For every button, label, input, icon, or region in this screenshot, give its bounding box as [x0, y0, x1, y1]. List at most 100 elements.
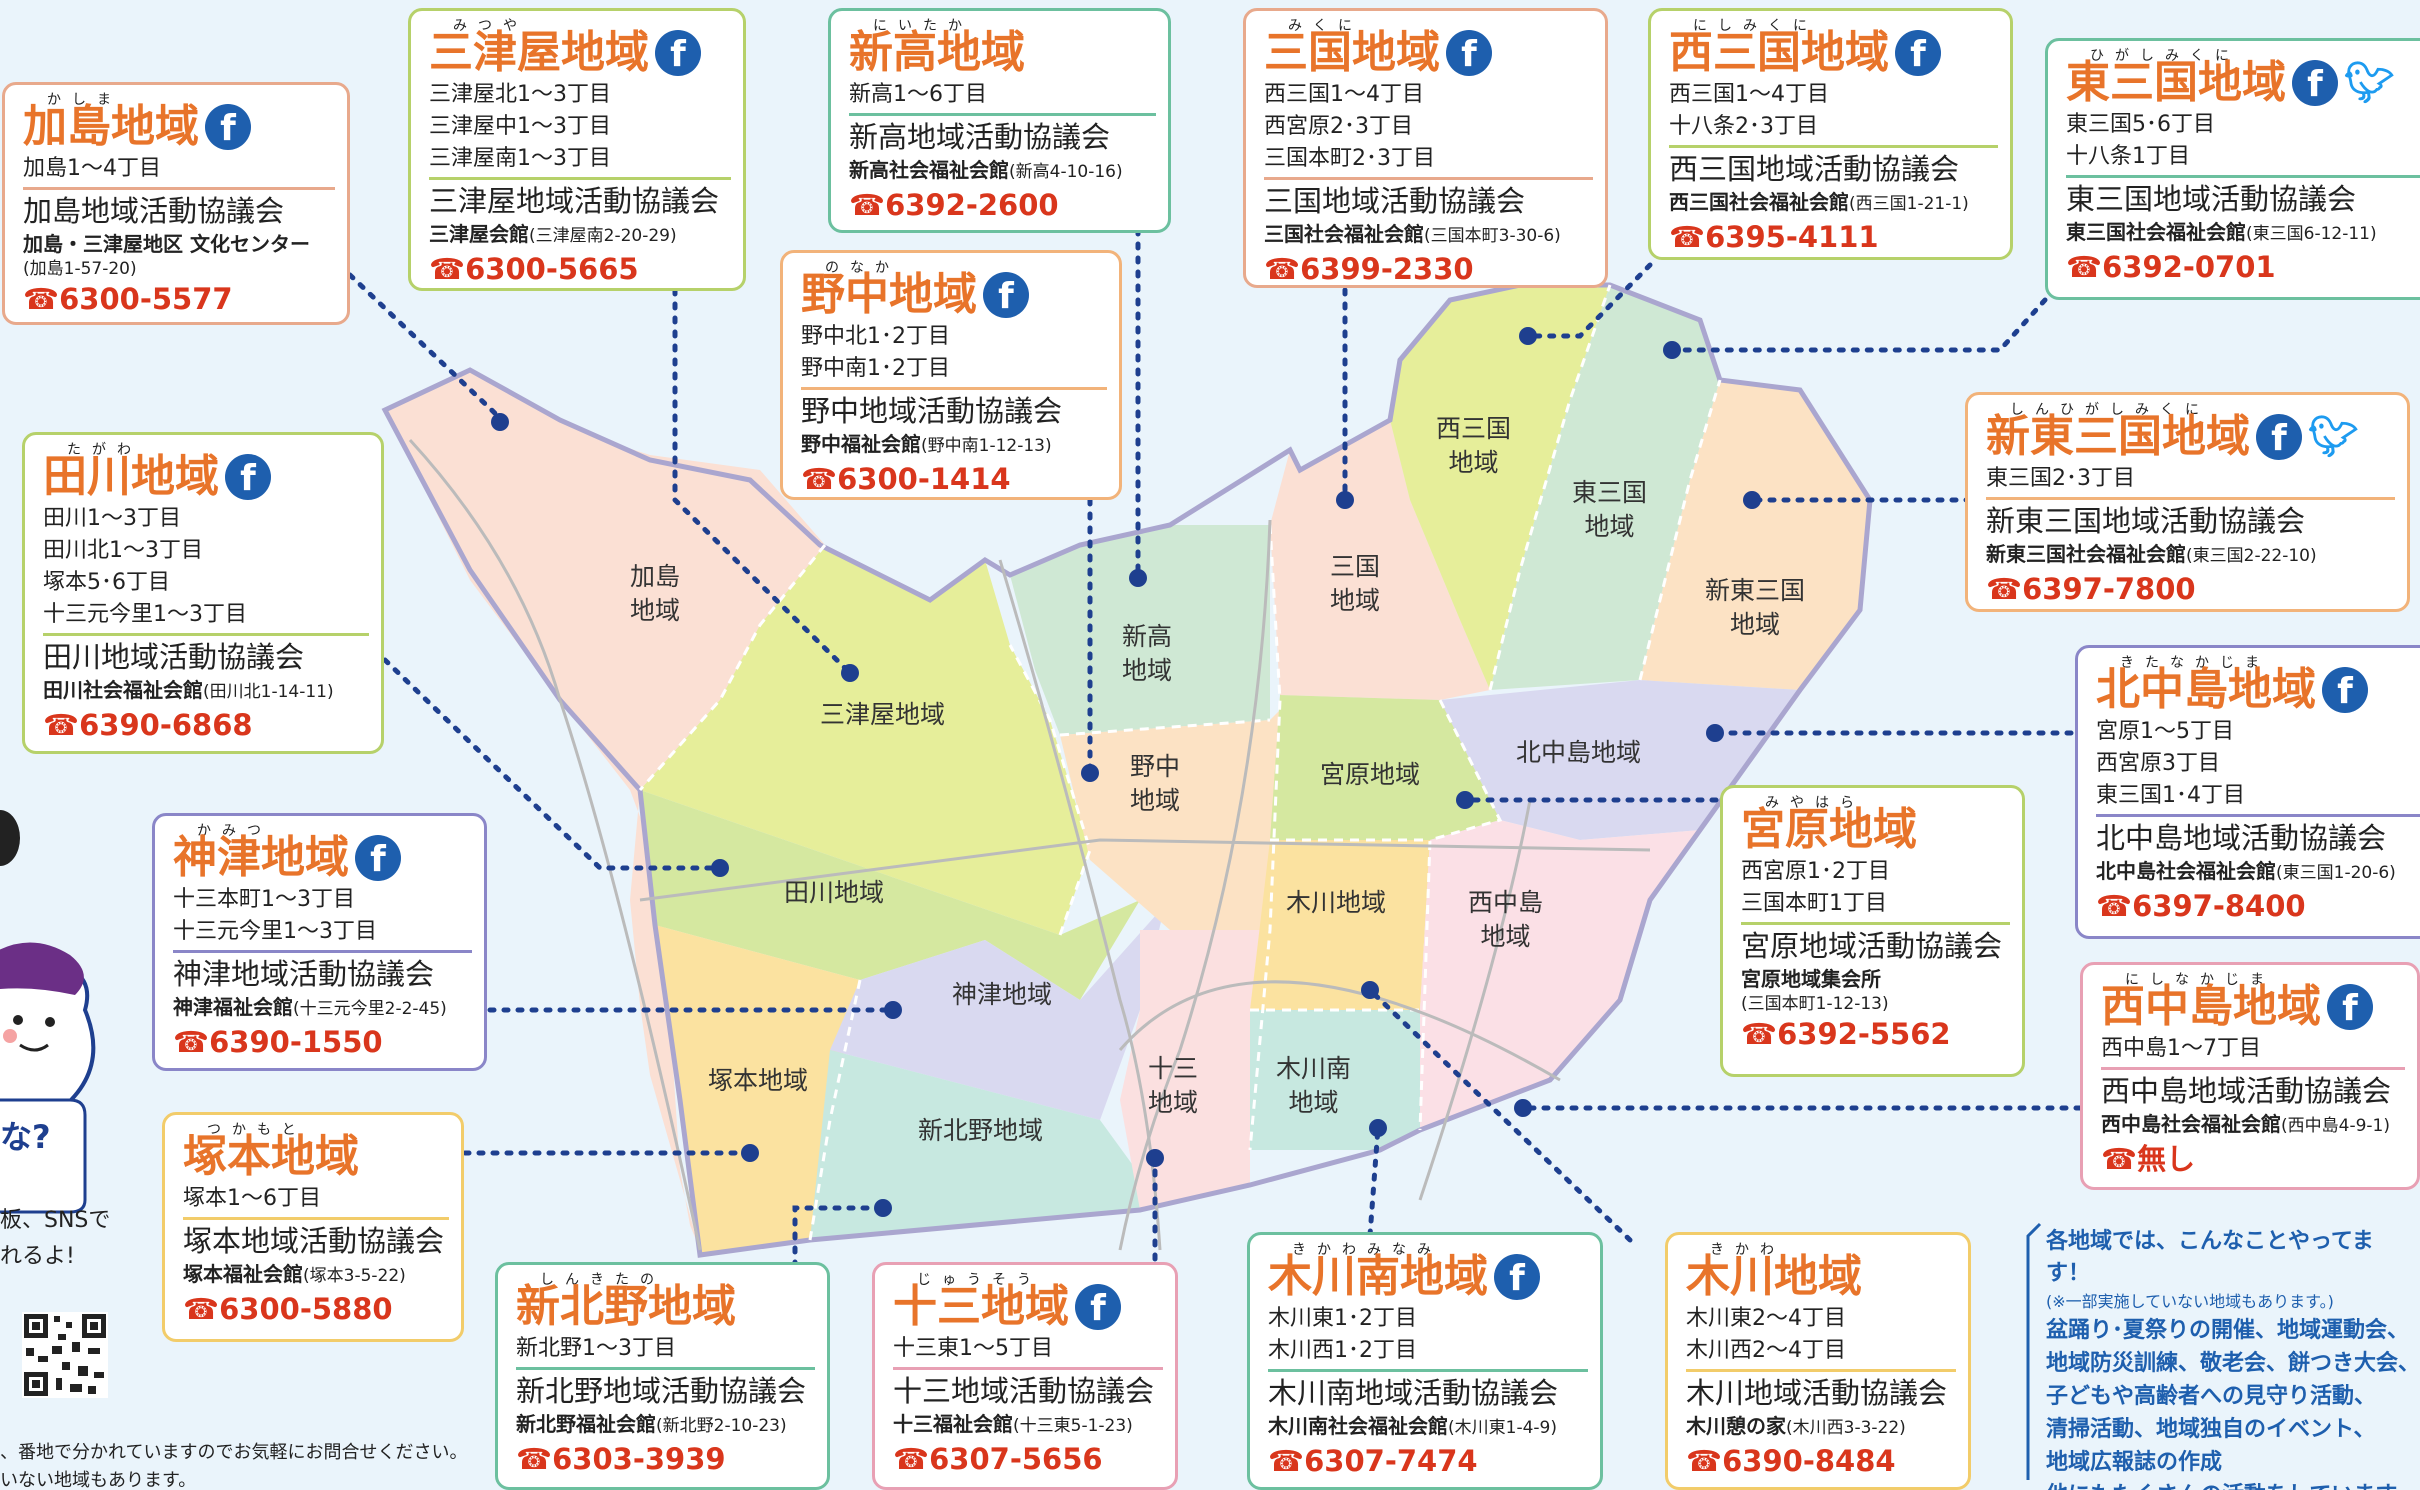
hall-name-text: 西中島社会福祉会館	[2101, 1112, 2281, 1136]
council-name: 田川地域活動協議会	[43, 633, 369, 676]
region-name-text: 西三国地域	[1669, 27, 1889, 78]
region-areas: 加島1～4丁目	[23, 153, 335, 185]
map-label-nishimikuni: 西三国地域	[1436, 414, 1512, 477]
phone-number[interactable]: ☎6392-0701	[2066, 248, 2420, 286]
phone-number[interactable]: ☎6300-5577	[23, 280, 335, 318]
hall-address: (木川東1-4-9)	[1448, 1418, 1557, 1438]
area-line: 三津屋北1～3丁目	[429, 82, 611, 107]
phone-number[interactable]: ☎6395-4111	[1669, 218, 1998, 256]
region-name-text: 野中地域	[801, 269, 977, 320]
phone-number[interactable]: ☎6392-5562	[1741, 1015, 2010, 1053]
phone-number[interactable]: ☎6397-8400	[2096, 887, 2420, 925]
area-nishinakajima[interactable]	[1420, 820, 1700, 1130]
council-name: 塚本地域活動協議会	[183, 1217, 449, 1260]
area-line: 西宮原2･3丁目	[1264, 114, 1413, 139]
phone-number[interactable]: ☎6307-5656	[893, 1440, 1163, 1478]
region-areas: 西三国1～4丁目西宮原2･3丁目三国本町2･3丁目	[1264, 79, 1593, 175]
facebook-icon[interactable]: f	[1895, 30, 1941, 76]
area-line: 西宮原1･2丁目	[1741, 859, 1890, 884]
activity-line: 清掃活動、地域独自のイベント、	[2046, 1417, 2376, 1442]
area-miyahara[interactable]	[1270, 695, 1500, 840]
facebook-icon[interactable]: f	[1494, 1254, 1540, 1300]
region-name-text: 三国地域	[1264, 27, 1440, 78]
hall-name-text: 十三福祉会館	[893, 1412, 1013, 1436]
area-kikawaminami[interactable]	[1250, 1010, 1420, 1150]
facebook-icon[interactable]: f	[1446, 30, 1492, 76]
facebook-icon[interactable]: f	[983, 272, 1029, 318]
facebook-icon[interactable]: f	[2327, 984, 2373, 1030]
area-tsukamoto[interactable]	[655, 925, 860, 1255]
area-line: 東三国2･3丁目	[1986, 466, 2135, 491]
hall-address: (三国本町3-30-6)	[1424, 226, 1561, 246]
area-juso[interactable]	[1120, 930, 1260, 1210]
area-kikawa[interactable]	[1250, 840, 1430, 1010]
area-mitsuya[interactable]	[640, 545, 1090, 935]
phone-number[interactable]: ☎6399-2330	[1264, 250, 1593, 288]
facebook-icon[interactable]: f	[205, 104, 251, 150]
phone-number[interactable]: ☎6303-3939	[516, 1440, 815, 1478]
hall-name-text: 新高社会福祉会館	[849, 158, 1009, 182]
hall-name: 神津福祉会館(十三元今里2-2-45)	[173, 993, 472, 1023]
area-niitaka[interactable]	[1010, 525, 1270, 735]
facebook-icon[interactable]: f	[2322, 667, 2368, 713]
area-nonaka[interactable]	[1060, 700, 1290, 930]
phone-icon: ☎	[43, 708, 80, 742]
area-kanzu[interactable]	[830, 905, 1165, 1120]
phone-number[interactable]: ☎6390-8484	[1686, 1442, 1956, 1480]
facebook-icon[interactable]: f	[355, 835, 401, 881]
area-line: 野中北1･2丁目	[801, 324, 950, 349]
facebook-icon[interactable]: f	[1075, 1284, 1121, 1330]
facebook-icon[interactable]: f	[655, 30, 701, 76]
phone-number[interactable]: ☎6300-5665	[429, 250, 731, 288]
area-line: 宮原1～5丁目	[2096, 719, 2234, 744]
phone-number[interactable]: ☎6397-7800	[1986, 570, 2395, 608]
phone-icon: ☎	[1268, 1444, 1305, 1478]
area-mikuni[interactable]	[1270, 420, 1490, 700]
facebook-icon[interactable]: f	[2256, 414, 2302, 460]
phone-number[interactable]: ☎6300-1414	[801, 460, 1107, 498]
hall-address: (塚本3-5-22)	[303, 1266, 406, 1286]
region-areas: 宮原1～5丁目西宮原3丁目東三国1･4丁目	[2096, 716, 2420, 812]
region-ruby: ひがしみくに	[2090, 48, 2240, 64]
area-tagawa[interactable]	[640, 790, 1140, 1000]
facebook-icon[interactable]: f	[2292, 60, 2338, 106]
region-name-text: 東三国地域	[2066, 57, 2286, 108]
area-line: 新北野1～3丁目	[516, 1336, 676, 1361]
area-higashimikuni[interactable]	[1490, 285, 1720, 690]
map-label-nonaka: 野中地域	[1130, 752, 1181, 815]
facebook-icon[interactable]: f	[225, 454, 271, 500]
phone-number[interactable]: ☎6390-1550	[173, 1023, 472, 1061]
hall-name: 西三国社会福祉会館(西三国1-21-1)	[1669, 188, 1998, 218]
phone-number[interactable]: ☎6390-6868	[43, 706, 369, 744]
phone-number[interactable]: ☎無し	[2101, 1140, 2405, 1178]
area-nishimikuni[interactable]	[1390, 285, 1610, 690]
phone-number-text: 無し	[2137, 1142, 2196, 1176]
phone-number[interactable]: ☎6392-2600	[849, 186, 1156, 224]
hall-name-text: 三津屋会館	[429, 222, 529, 246]
region-name-text: 新北野地域	[516, 1281, 736, 1332]
hall-name: 木川南社会福祉会館(木川東1-4-9)	[1268, 1412, 1588, 1442]
phone-icon: ☎	[1669, 220, 1706, 254]
phone-number[interactable]: ☎6300-5880	[183, 1290, 449, 1328]
area-shinkitano[interactable]	[810, 1050, 1140, 1240]
twitter-icon[interactable]: 🐦︎	[2344, 60, 2395, 106]
phone-number-text: 6300-5577	[59, 282, 233, 316]
area-line: 木川東1･2丁目	[1268, 1306, 1417, 1331]
twitter-icon[interactable]: 🐦︎	[2308, 414, 2359, 460]
area-line: 木川東2～4丁目	[1686, 1306, 1846, 1331]
phone-number[interactable]: ☎6307-7474	[1268, 1442, 1588, 1480]
hall-name-text: 北中島社会福祉会館	[2096, 859, 2276, 883]
activities-list: 盆踊り･夏祭りの開催、地域運動会、 地域防災訓練、敬老会、餅つき大会、 子どもや…	[2046, 1314, 2420, 1490]
region-ruby: きたなかじま	[2120, 655, 2270, 671]
region-ruby: しんひがしみくに	[2010, 402, 2210, 418]
region-areas: 新北野1～3丁目	[516, 1333, 815, 1365]
